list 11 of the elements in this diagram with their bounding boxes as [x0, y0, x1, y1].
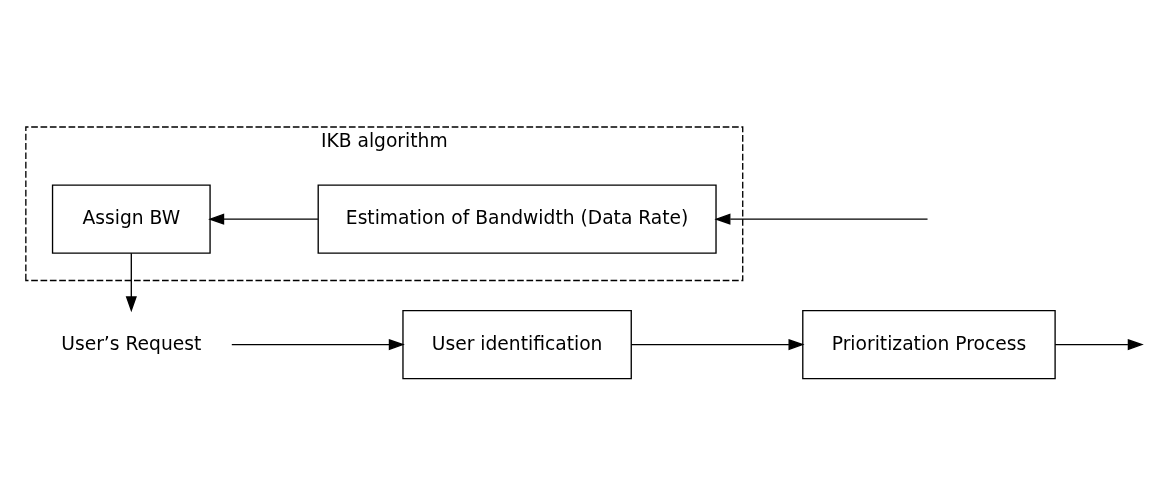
node-box: Estimation of Bandwidth (Data Rate)	[317, 183, 717, 254]
arrow	[630, 338, 805, 350]
arrow	[231, 338, 405, 350]
node-box: Prioritization Process	[802, 309, 1056, 379]
arrow	[125, 252, 137, 312]
node-text: User’s Request	[61, 332, 202, 354]
arrow	[714, 213, 929, 225]
node-box: Assign BW	[51, 183, 211, 254]
arrow	[208, 213, 319, 225]
arrow	[1054, 338, 1144, 350]
node-box: User identification	[402, 309, 632, 379]
